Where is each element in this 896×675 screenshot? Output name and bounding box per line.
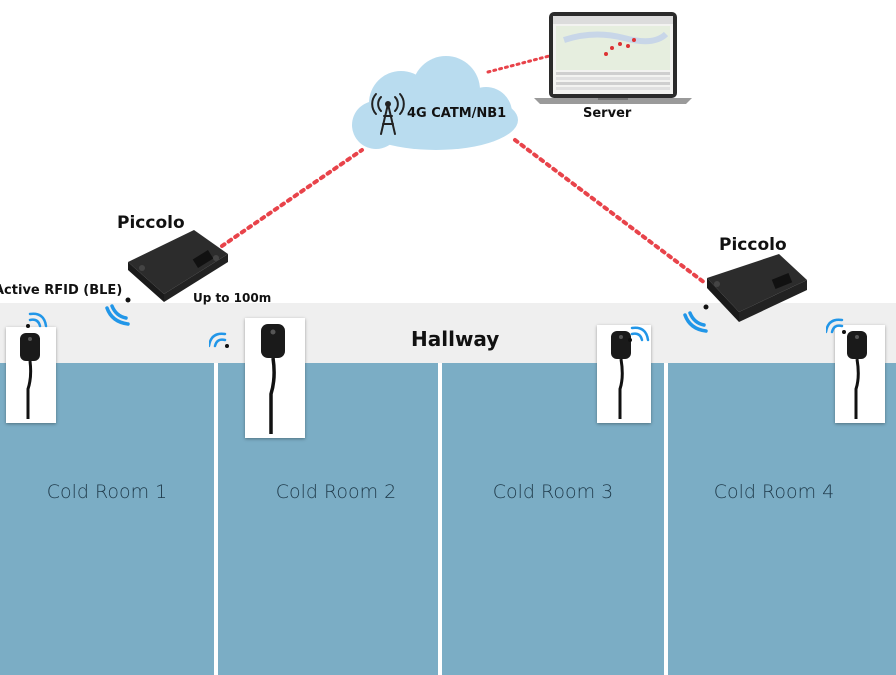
piccolo-gateway-1 [128,230,228,302]
hallway-label: Hallway [411,327,500,351]
ble-label: Active RFID (BLE) [0,283,123,298]
sensor-tag-1 [6,327,56,423]
sensor-tag-3 [597,325,651,423]
cold-room-2-label: Cold Room 2 [275,481,397,503]
sensor-tag-2 [245,318,305,438]
piccolo-2-label: Piccolo [719,235,787,255]
cold-room-1-label: Cold Room 1 [46,481,168,503]
piccolo-1-label: Piccolo [117,213,185,233]
sensor-tag-4 [835,325,885,423]
gateway-2-signal-icon [683,304,709,333]
network-label: 4G CATM/NB1 [407,106,507,121]
cold-room-3-label: Cold Room 3 [492,481,614,503]
laptop-icon [534,12,692,104]
gateway-1-signal-icon [105,297,131,326]
sensor-1-signal-icon [26,312,48,328]
sensor-2-signal-icon [209,332,229,348]
sensor-4-signal-icon [826,318,846,334]
link-piccolo1-cloud [220,148,364,248]
sensor-3-signal-icon [628,326,650,342]
cold-room-4: Cold Room 4 [668,363,896,675]
piccolo-gateway-2 [707,254,807,322]
cold-room-2: Cold Room 2 [218,363,438,675]
cold-room-4-label: Cold Room 4 [713,481,835,503]
link-cloud-piccolo2 [513,138,707,285]
cell-tower-icon [371,93,405,135]
link-cloud-server [486,53,555,74]
range-label: Up to 100m [193,291,272,305]
server-label: Server [583,106,632,121]
